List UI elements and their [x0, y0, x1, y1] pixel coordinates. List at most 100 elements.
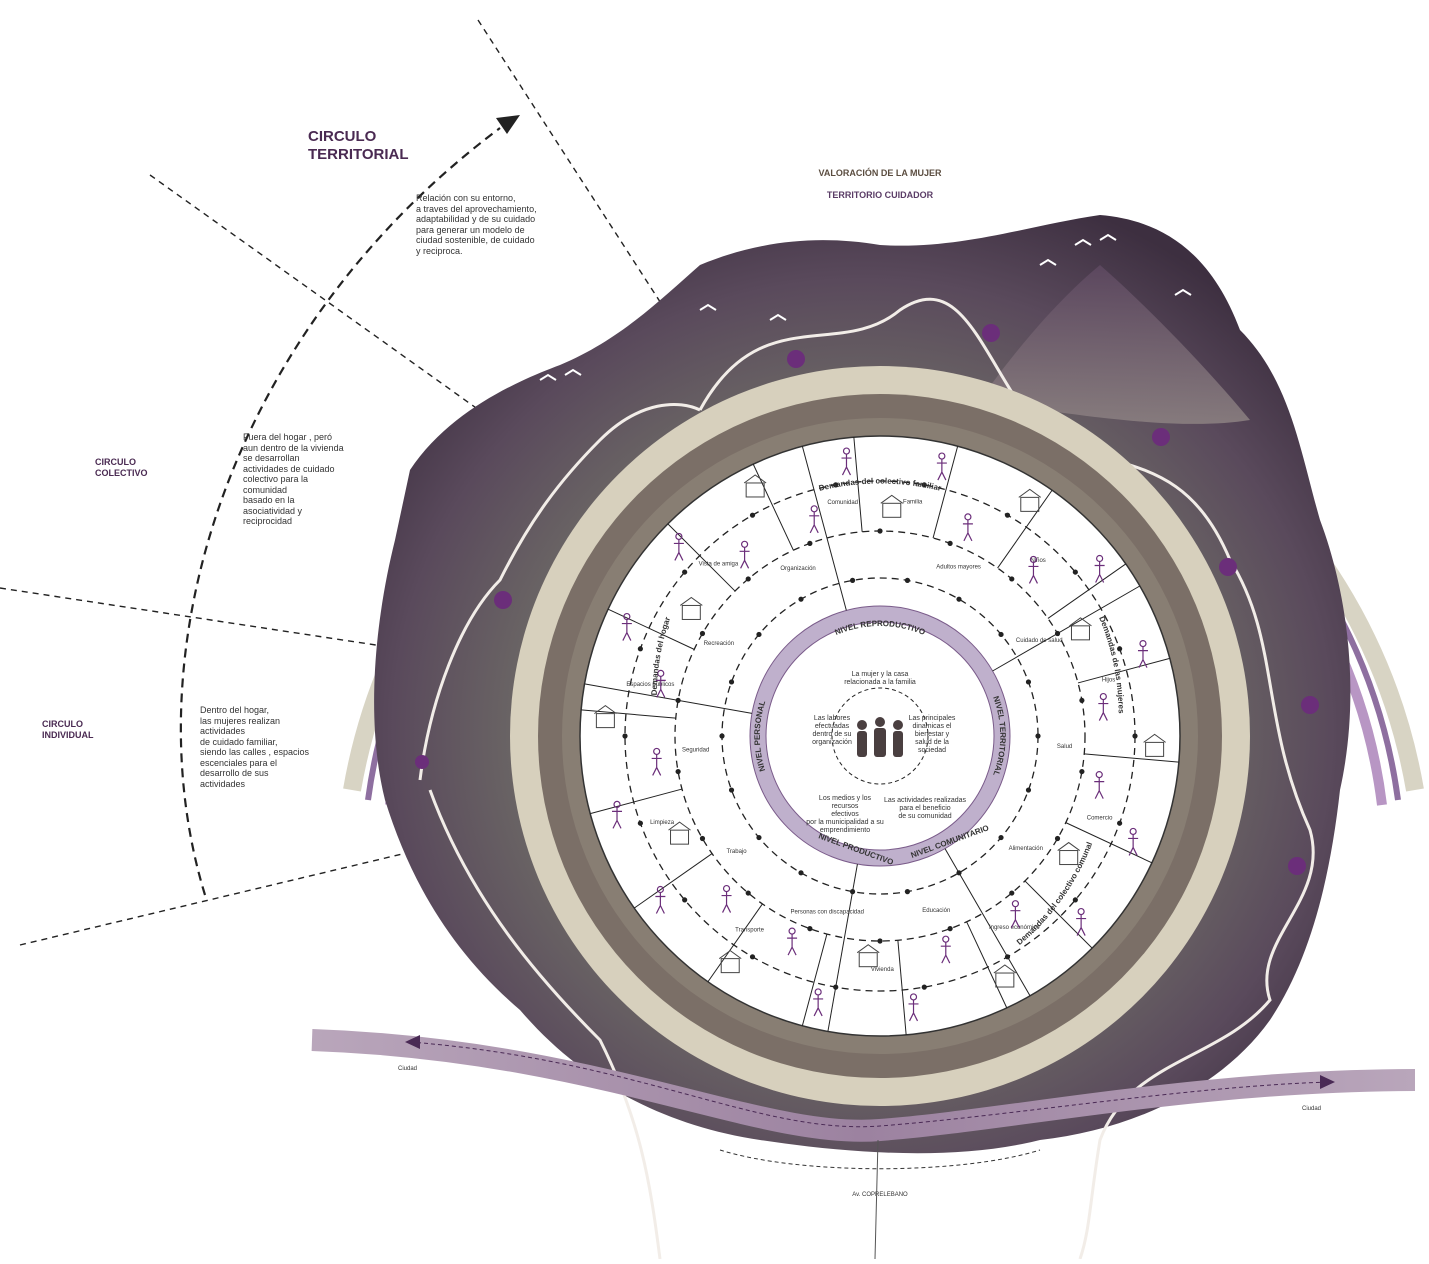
desc-line: colectivo para la [243, 474, 309, 484]
person-icon [673, 532, 684, 561]
circulo-territorial-title: CIRCULO TERRITORIAL [308, 128, 409, 164]
ring-node [921, 984, 927, 990]
building-icon [680, 596, 703, 620]
person-icon [962, 513, 973, 542]
ring-node [1054, 630, 1061, 637]
segment-divider-minor [667, 523, 736, 592]
ring-node [956, 870, 962, 876]
segment-label: Educación [922, 908, 950, 914]
building-icon [856, 944, 880, 968]
circulo-individual-description: Dentro del hogar, las mujeres realizan a… [200, 705, 340, 789]
ring-node [756, 834, 762, 841]
person-icon [813, 988, 824, 1017]
circle-arc-arrow [179, 127, 501, 896]
segment-divider-major [992, 585, 1141, 672]
person-icon [1098, 692, 1109, 721]
center-text-left: Las labores [814, 715, 851, 722]
ring-node [1117, 646, 1123, 652]
desc-line: siendo las calles , espacios [200, 747, 310, 757]
segment-divider-minor [607, 608, 695, 650]
center-text-bottom-right: para el beneficio [899, 805, 950, 812]
ring-node [877, 528, 883, 534]
ring-node [745, 576, 751, 582]
ring-node [728, 679, 735, 685]
ring-node [1009, 576, 1015, 582]
segment-divider-minor [633, 853, 713, 909]
center-text-right: bienestar y [915, 731, 950, 738]
circulo-individual-title: CIRCULO INDIVIDUAL [42, 719, 94, 741]
ring-node [1072, 897, 1078, 903]
person-icon [721, 884, 732, 913]
ring-node [921, 482, 927, 488]
lower-dashed-arc [719, 1149, 1041, 1170]
ring-node [798, 596, 804, 602]
ring-node [728, 787, 735, 793]
center-text-left: efectuadas [815, 723, 850, 730]
person-icon [612, 800, 623, 829]
road-label-right: Ciudad [1302, 1106, 1321, 1112]
ring-node [877, 938, 883, 944]
ring-node [947, 926, 953, 932]
segment-divider-minor [1024, 880, 1093, 949]
building-icon [718, 950, 742, 974]
segment-divider-minor [853, 437, 863, 532]
center-text-left: organización [812, 739, 852, 746]
person-icon [940, 935, 951, 964]
walking-paths [418, 297, 1315, 1260]
segment-divider-major [801, 446, 847, 611]
center-text-bottom-left: Los medios y los [819, 795, 872, 802]
circulo-territorial-description: Relación con su entorno, a traves del ap… [416, 193, 581, 256]
ring-node [1004, 512, 1011, 518]
center-text-bottom-left: recursos [832, 803, 859, 810]
segment-label: Salud [1057, 744, 1072, 750]
segment-label: Alimentación [1009, 846, 1043, 852]
desc-line: ciudad sostenible, de cuidado [416, 235, 535, 245]
segment-label: Limpieza [650, 820, 675, 826]
arc-arrowhead [496, 115, 520, 134]
circulo-colectivo-line2: COLECTIVO [95, 468, 148, 478]
segment-label: Recreación [704, 641, 734, 647]
desc-line: actividades [200, 726, 246, 736]
segment-divider-minor [897, 940, 907, 1035]
level-ring-edge [749, 605, 1011, 867]
person-icon [908, 993, 919, 1022]
segment-label: Transporte [735, 927, 764, 933]
building-icon [1018, 488, 1042, 512]
desc-line: actividades de cuidado [243, 463, 335, 474]
building-icon [993, 964, 1017, 988]
ring-node [675, 768, 681, 775]
segment-divider-minor [590, 788, 683, 815]
road [311, 1029, 1416, 1142]
segment-label: Ingreso económico [989, 925, 1040, 931]
road-label-left: Ciudad [398, 1066, 417, 1072]
desc-line: Relación con su entorno, [416, 193, 516, 203]
person-icon [1010, 900, 1021, 928]
ring-node [807, 540, 813, 546]
segment-divider-minor [801, 933, 828, 1026]
ring-node [1009, 890, 1015, 896]
ring-node [1054, 835, 1061, 842]
ring-node [1072, 569, 1078, 575]
person-icon [1137, 639, 1148, 668]
bottom-axis-line [874, 1139, 879, 1260]
road-arrow-left [405, 1035, 420, 1049]
segment-label: Trabajo [726, 849, 747, 855]
building-icon [594, 704, 617, 729]
person-icon [651, 747, 662, 776]
person-icon [621, 612, 632, 641]
ring-node [682, 569, 688, 575]
ring-node [1025, 679, 1032, 685]
segment-label: Comunidad [827, 500, 858, 506]
desc-line: y reciproca. [416, 245, 463, 256]
ring-node [1117, 820, 1123, 826]
ring-node [833, 482, 839, 488]
desc-line: actividades [200, 778, 246, 789]
road-arrow-right [1320, 1075, 1335, 1089]
ring-node [833, 984, 839, 990]
band-territorio-label: TERRITORIO CUIDADOR [827, 190, 934, 200]
center-text-bottom-left: por la municipalidad a su [806, 819, 884, 826]
